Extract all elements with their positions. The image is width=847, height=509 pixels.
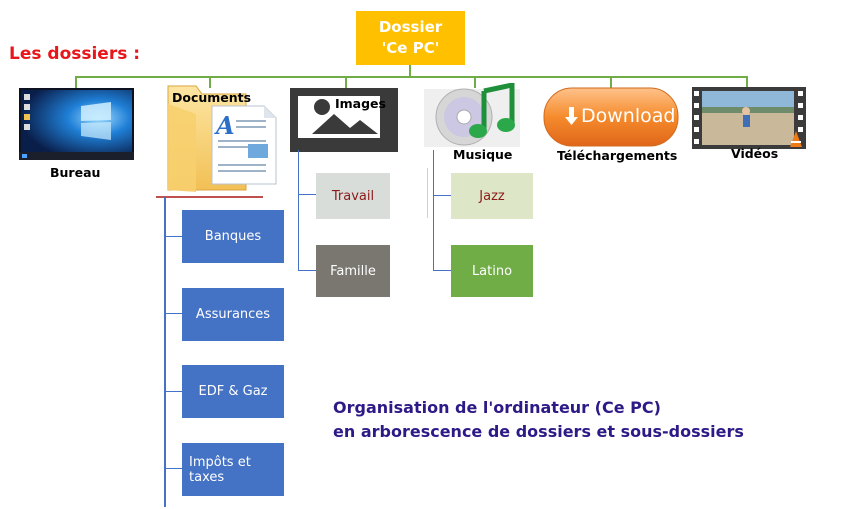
main-bus-line bbox=[75, 76, 747, 78]
documents-branch bbox=[164, 468, 182, 469]
documents-branch-line bbox=[156, 196, 263, 198]
page-heading: Les dossiers : bbox=[9, 44, 141, 64]
download-icon[interactable] bbox=[543, 87, 679, 147]
subfolder-edf-gaz[interactable]: EDF & Gaz bbox=[182, 365, 284, 418]
images-trunk bbox=[298, 150, 299, 271]
musique-trunk bbox=[433, 150, 434, 270]
video-icon[interactable] bbox=[692, 87, 806, 149]
subfolder-impots-taxes[interactable]: Impôts et taxes bbox=[182, 443, 284, 496]
musique-divider bbox=[427, 168, 428, 218]
desktop-icon[interactable] bbox=[19, 88, 134, 160]
folder-label-telechargements: Téléchargements bbox=[557, 148, 678, 163]
folder-label-musique: Musique bbox=[453, 147, 513, 162]
documents-trunk bbox=[164, 197, 166, 507]
musique-branch bbox=[433, 195, 451, 196]
folder-label-documents: Documents bbox=[172, 90, 252, 105]
subfolder-famille[interactable]: Famille bbox=[316, 245, 390, 297]
musique-branch bbox=[433, 270, 451, 271]
drop-bureau bbox=[75, 76, 77, 88]
drop-videos bbox=[746, 76, 748, 88]
documents-folder-icon[interactable]: A bbox=[166, 84, 278, 194]
music-icon[interactable] bbox=[424, 81, 520, 149]
download-badge-text: Download bbox=[581, 105, 676, 127]
caption-line1: Organisation de l'ordinateur (Ce PC) bbox=[333, 398, 661, 417]
root-connector bbox=[409, 65, 411, 77]
subfolder-banques[interactable]: Banques bbox=[182, 210, 284, 263]
images-branch bbox=[298, 270, 316, 271]
drop-telechargements bbox=[610, 76, 612, 88]
subfolder-assurances[interactable]: Assurances bbox=[182, 288, 284, 341]
root-line2: 'Ce PC' bbox=[381, 39, 440, 57]
subfolder-jazz[interactable]: Jazz bbox=[451, 173, 533, 219]
drop-musique bbox=[474, 76, 476, 88]
subfolder-travail[interactable]: Travail bbox=[316, 173, 390, 219]
caption-line2: en arborescence de dossiers et sous-doss… bbox=[333, 422, 744, 441]
root-folder-ce-pc[interactable]: Dossier 'Ce PC' bbox=[356, 11, 465, 65]
drop-documents bbox=[209, 76, 211, 88]
documents-branch bbox=[164, 313, 182, 314]
subfolder-latino[interactable]: Latino bbox=[451, 245, 533, 297]
images-icon[interactable] bbox=[290, 88, 398, 152]
drop-images bbox=[345, 76, 347, 88]
documents-branch bbox=[164, 236, 182, 237]
svg-text:A: A bbox=[214, 111, 235, 140]
folder-label-videos: Vidéos bbox=[731, 146, 779, 161]
diagram-caption: Organisation de l'ordinateur (Ce PC) en … bbox=[333, 396, 744, 444]
folder-label-images: Images bbox=[335, 96, 386, 111]
images-branch bbox=[298, 194, 316, 195]
root-line1: Dossier bbox=[378, 18, 443, 36]
documents-branch bbox=[164, 391, 182, 392]
folder-label-bureau: Bureau bbox=[50, 165, 101, 180]
